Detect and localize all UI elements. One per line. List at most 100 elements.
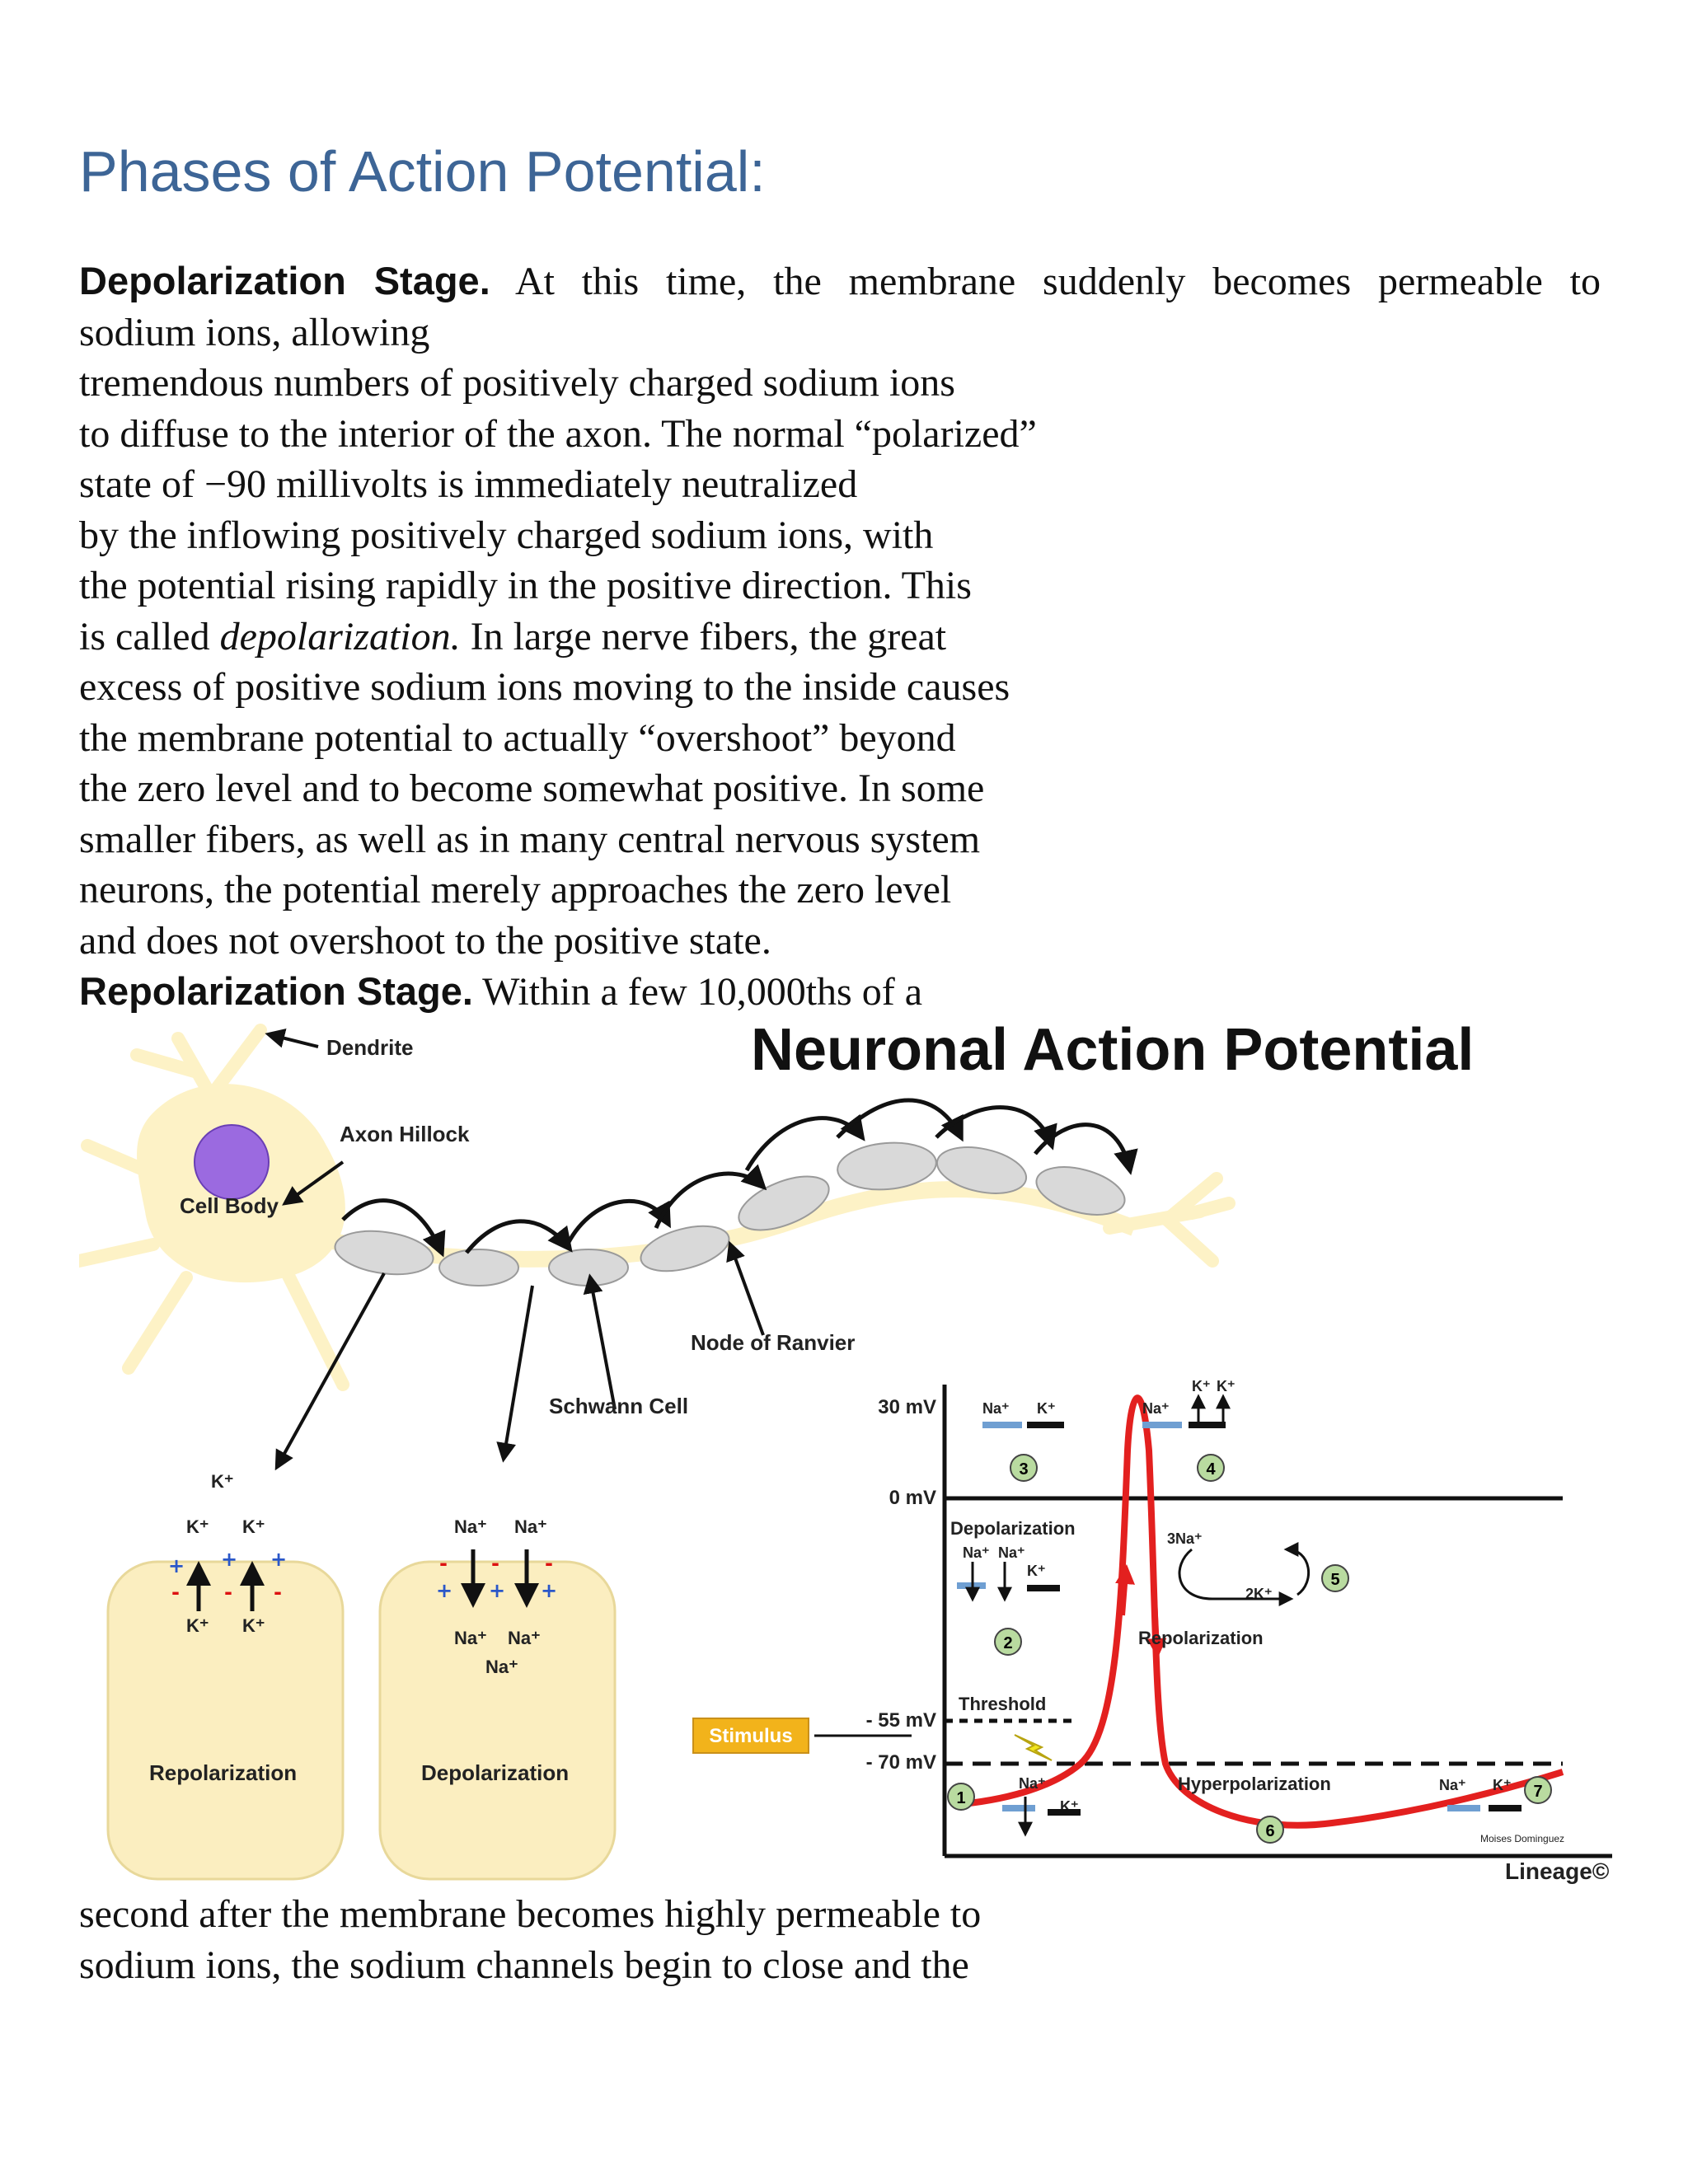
y-label-30mv: 30 mV — [878, 1396, 936, 1418]
paragraph-first-line: Depolarization Stage. At this time, the … — [79, 255, 1601, 307]
saltatory-arrows — [341, 1098, 1138, 1258]
svg-text:6: 6 — [1265, 1822, 1274, 1840]
k-ion-label: K⁺ — [1192, 1378, 1211, 1394]
svg-text:2: 2 — [1003, 1634, 1012, 1652]
text-line: state of −90 millivolts is immediately n… — [79, 462, 858, 506]
membrane-charges: --- +++ — [436, 1552, 557, 1602]
step-marker: 4 — [1197, 1454, 1225, 1482]
repolarization-box-label: Repolarization — [149, 1760, 297, 1785]
cell-body-label: Cell Body — [180, 1193, 279, 1218]
svg-text:+: + — [436, 1579, 452, 1602]
text-line: and does not overshoot to the positive s… — [79, 918, 771, 963]
step-marker: 3 — [1010, 1454, 1038, 1482]
threshold-label: Threshold — [959, 1694, 1046, 1714]
text-line: the membrane potential to actually “over… — [79, 715, 956, 760]
na-ion-label: Na⁺ — [514, 1516, 547, 1537]
repolarization-label: Repolarization — [1138, 1628, 1264, 1648]
na-ion-label: Na⁺ — [454, 1516, 487, 1537]
axon-terminal — [1185, 1197, 1236, 1220]
step-markers: 1 2 3 4 5 6 7 — [947, 1454, 1552, 1844]
dendrite-branch — [79, 1238, 160, 1268]
text-line: sodium ions, the sodium channels begin t… — [79, 1943, 969, 1987]
k-ion-label: K⁺ — [1217, 1378, 1236, 1394]
na-ion-label: Na⁺ — [1439, 1777, 1466, 1793]
stimulus-label: Stimulus — [709, 1725, 792, 1747]
schwann-cell-sheath — [334, 1230, 434, 1276]
stimulus-box — [692, 1718, 809, 1754]
repolarization-text: Within a few 10,000ths of a — [482, 970, 923, 1014]
schwann-cell-sheath — [1035, 1166, 1126, 1216]
axon-terminal — [1160, 1213, 1219, 1268]
text-line: second after the membrane becomes highly… — [79, 1892, 982, 1936]
schwann-cell-sheath — [640, 1225, 730, 1272]
depolarization-box-label: Depolarization — [421, 1760, 569, 1785]
na-ion-label: Na⁺ — [1019, 1775, 1046, 1792]
author-credit: Moises Dominguez — [1480, 1833, 1564, 1844]
svg-text:+: + — [489, 1579, 505, 1602]
svg-text:-: - — [274, 1581, 282, 1604]
lightning-bolt-icon — [1014, 1734, 1053, 1761]
svg-text:-: - — [491, 1552, 499, 1575]
curve-arrow — [1115, 1564, 1136, 1616]
k-ion-label: K⁺ — [1493, 1777, 1512, 1793]
svg-text:1: 1 — [956, 1789, 965, 1807]
svg-text:+: + — [168, 1554, 185, 1577]
text-line: sodium ions, allowing — [79, 310, 430, 354]
y-label-55mv: - 55 mV — [866, 1709, 936, 1732]
step-marker: 2 — [994, 1628, 1022, 1656]
y-label-70mv: - 70 mV — [866, 1751, 936, 1774]
channel-arrows — [965, 1394, 1231, 1837]
pump-arrow — [1283, 1542, 1311, 1596]
schwann-cell-sheath — [935, 1146, 1028, 1194]
svg-text:+: + — [270, 1548, 287, 1571]
text-line: to diffuse to the interior of the axon. … — [79, 411, 1037, 456]
dendrite-branch — [279, 1263, 349, 1391]
italic-suffix: In large nerve fibers, the great — [460, 614, 947, 658]
y-label-0mv: 0 mV — [889, 1487, 936, 1509]
dendrite-label: Dendrite — [326, 1035, 413, 1060]
schwann-cell-sheath — [837, 1141, 937, 1191]
k-ion-label: K⁺ — [186, 1516, 209, 1537]
k-ion-label: K⁺ — [242, 1516, 265, 1537]
k-ion-label: K⁺ — [242, 1615, 265, 1636]
repolarization-membrane-box — [106, 1560, 345, 1881]
action-potential-curve — [952, 1394, 1564, 1829]
na-ion-label: Na⁺ — [1142, 1400, 1170, 1417]
schwann-cell-sheath — [438, 1249, 519, 1286]
depolarization-label: Depolarization — [950, 1518, 1076, 1539]
schwann-cell-sheath — [548, 1249, 629, 1286]
italic-prefix: is called — [79, 614, 220, 658]
text-line: is called depolarization. In large nerve… — [79, 612, 1601, 663]
k-ion-label: K⁺ — [211, 1471, 234, 1492]
graph-axes — [942, 1385, 1612, 1858]
axon-terminal — [1160, 1172, 1223, 1226]
k-ion-label: K⁺ — [186, 1615, 209, 1636]
na-ion-label: Na⁺ — [485, 1657, 518, 1677]
repolarization-term: Repolarization Stage. — [79, 969, 473, 1013]
text-line: the zero level and to become somewhat po… — [79, 766, 985, 810]
schwann-cell-sheath — [738, 1175, 830, 1231]
first-line-text: At this time, the membrane suddenly beco… — [514, 260, 1601, 303]
na-ion-label: Na⁺ — [982, 1400, 1010, 1417]
na-ion-label: Na⁺ — [963, 1544, 990, 1561]
svg-text:-: - — [439, 1552, 448, 1575]
step-marker: 7 — [1524, 1776, 1552, 1804]
na-influx-arrows — [461, 1549, 539, 1608]
text-line: smaller fibers, as well as in many centr… — [79, 817, 981, 861]
na-ion-label: Na⁺ — [508, 1628, 541, 1648]
svg-text:+: + — [541, 1579, 557, 1602]
step-marker: 6 — [1256, 1816, 1284, 1844]
text-line: the potential rising rapidly in the posi… — [79, 564, 972, 607]
three-na-label: 3Na⁺ — [1167, 1530, 1203, 1547]
paragraph-repolarization-continued: second after the membrane becomes highly… — [79, 1889, 981, 1990]
svg-text:7: 7 — [1533, 1783, 1542, 1801]
neuronal-action-potential-figure: Neuronal Action Potential — [79, 1022, 1612, 1884]
k-efflux-arrows — [186, 1561, 265, 1611]
pump-arrow — [1178, 1548, 1294, 1606]
lineage-credit: Lineage© — [1505, 1858, 1610, 1884]
page-heading: Phases of Action Potential: — [79, 139, 766, 204]
dendrite-branch — [122, 1271, 193, 1375]
dendrite-branch — [130, 1048, 201, 1078]
depolarization-membrane-box — [378, 1560, 617, 1881]
paragraph-repolarization-first-line: Repolarization Stage. Within a few 10,00… — [79, 966, 1601, 1018]
